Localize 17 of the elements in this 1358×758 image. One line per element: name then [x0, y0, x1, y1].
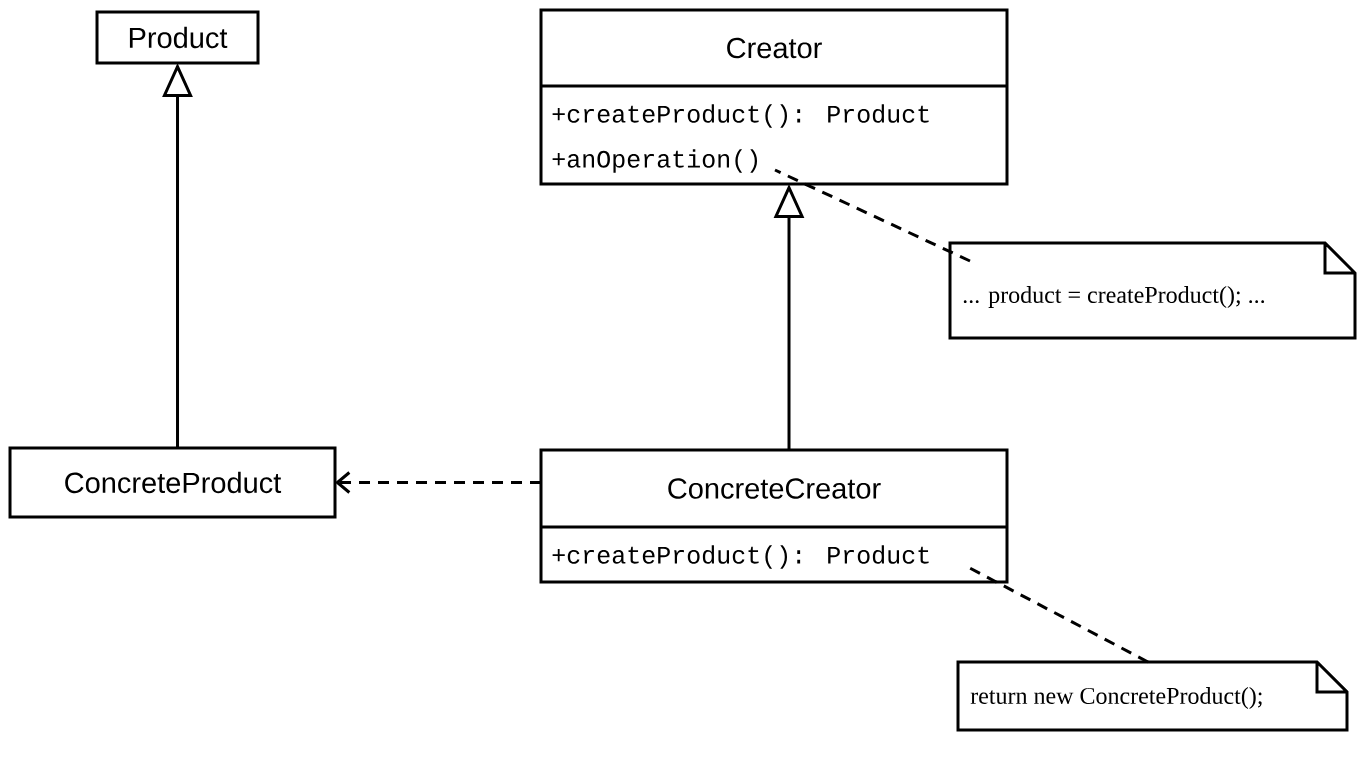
- note-text: return new ConcreteProduct();: [970, 687, 1262, 709]
- method-text: +createProduct(): Product: [552, 104, 929, 128]
- dependency-arrow: [335, 471, 541, 494]
- method-text: +anOperation(): [552, 149, 757, 173]
- class-box: [8, 446, 337, 519]
- note-box: [948, 241, 1357, 340]
- class-name: ConcreteProduct: [65, 471, 282, 494]
- method-text: +createProduct(): Product: [552, 545, 929, 569]
- class-name: ConcreteCreator: [668, 478, 881, 499]
- note-text: ... product = createProduct(); ...: [963, 286, 1265, 308]
- note-connector: [774, 168, 971, 263]
- class-box: [95, 10, 260, 65]
- class-box: [539, 8, 1009, 186]
- class-name: Creator: [727, 37, 822, 59]
- class-name: Product: [129, 26, 228, 49]
- class-box: [539, 448, 1009, 584]
- note-box: [956, 660, 1349, 732]
